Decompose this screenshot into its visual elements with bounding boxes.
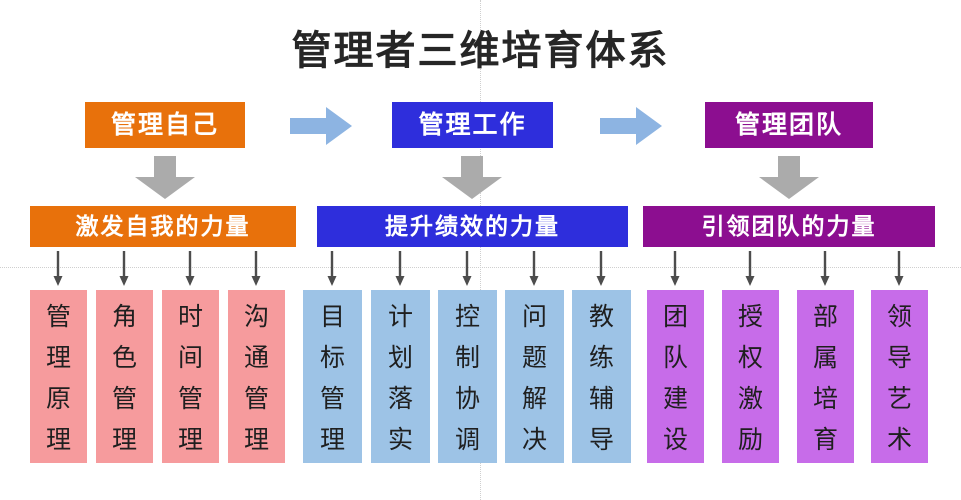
item-arrow-down-icon <box>745 251 755 286</box>
item-arrow-down-icon <box>395 251 405 286</box>
item-box: 部属培育 <box>797 290 854 463</box>
item-arrow-down-icon <box>327 251 337 286</box>
item-box: 授权激励 <box>722 290 779 463</box>
item-arrow-down-icon <box>670 251 680 286</box>
item-arrow-down-icon <box>185 251 195 286</box>
top-box-manage-team: 管理团队 <box>705 102 873 148</box>
item-box: 角色管理 <box>96 290 153 463</box>
item-arrow-down-icon <box>894 251 904 286</box>
item-box: 目标管理 <box>303 290 362 463</box>
item-box: 管理原理 <box>30 290 87 463</box>
item-box: 问题解决 <box>505 290 564 463</box>
item-box: 团队建设 <box>647 290 704 463</box>
top-box-manage-self: 管理自己 <box>85 102 245 148</box>
block-arrow-down-icon <box>135 156 195 199</box>
block-arrow-down-icon <box>442 156 502 199</box>
item-box: 教练辅导 <box>572 290 631 463</box>
flow-arrow-right-icon <box>290 107 352 145</box>
item-arrow-down-icon <box>820 251 830 286</box>
item-box: 控制协调 <box>438 290 497 463</box>
block-arrow-down-icon <box>759 156 819 199</box>
top-box-manage-work: 管理工作 <box>392 102 553 148</box>
item-box: 计划落实 <box>371 290 430 463</box>
item-arrow-down-icon <box>53 251 63 286</box>
item-box: 时间管理 <box>162 290 219 463</box>
item-box: 领导艺术 <box>871 290 928 463</box>
item-arrow-down-icon <box>462 251 472 286</box>
item-arrow-down-icon <box>596 251 606 286</box>
item-arrow-down-icon <box>529 251 539 286</box>
item-box: 沟通管理 <box>228 290 285 463</box>
vertical-guide-line <box>480 0 481 500</box>
power-bar-self: 激发自我的力量 <box>30 206 296 247</box>
diagram-title: 管理者三维培育体系 <box>291 29 670 73</box>
flow-arrow-right-icon <box>600 107 662 145</box>
power-bar-team: 引领团队的力量 <box>643 206 935 247</box>
power-bar-performance: 提升绩效的力量 <box>317 206 628 247</box>
item-arrow-down-icon <box>251 251 261 286</box>
item-arrow-down-icon <box>119 251 129 286</box>
